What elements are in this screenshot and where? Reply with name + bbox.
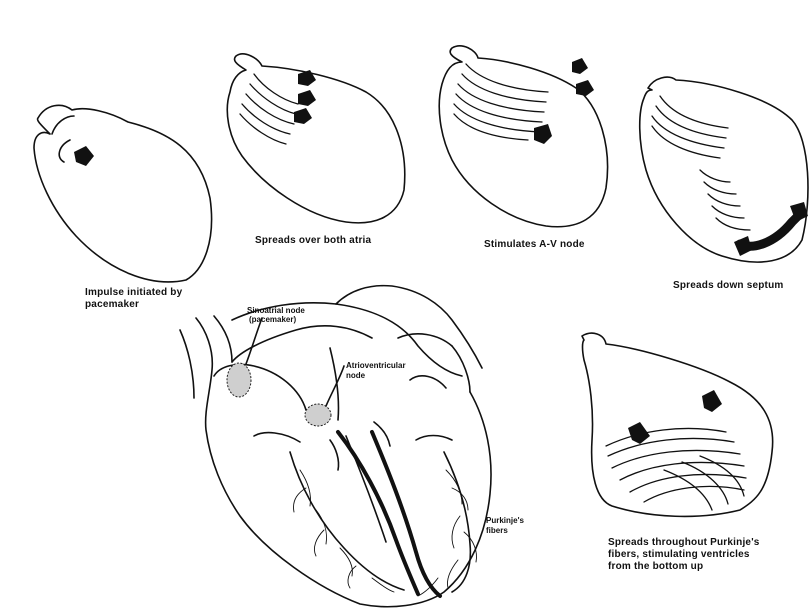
purkinje-arrow-left — [628, 422, 650, 444]
av-node-label: Atrioventricular — [346, 361, 406, 370]
sa-node-label-2: (pacemaker) — [249, 315, 296, 324]
sa-node-label: Sinoatrial node — [247, 306, 305, 315]
caption-step1-line2: pacemaker — [85, 299, 139, 310]
panel-spreads-purkinje: Spreads throughout Purkinje's fibers, st… — [582, 333, 773, 572]
purkinje-fibers — [294, 470, 477, 596]
panel-spreads-atria: Spreads over both atria — [227, 54, 404, 246]
av-node-label-2: node — [346, 371, 366, 380]
purkinje-label: Purkinje's — [486, 516, 524, 525]
caption-step3: Stimulates A-V node — [484, 239, 585, 250]
septum-wavefronts — [652, 96, 750, 230]
panel-impulse-initiated: Impulse initiated by pacemaker — [34, 105, 212, 310]
purkinje-wavefronts — [606, 428, 746, 510]
heart-outline-2 — [227, 54, 404, 223]
heart-cross-section: Sinoatrial node (pacemaker) Atrioventric… — [180, 286, 524, 607]
impulse-arrow — [74, 146, 94, 166]
purkinje-label-2: fibers — [486, 526, 508, 535]
atrioventricular-node — [305, 404, 331, 426]
septum — [338, 432, 418, 594]
caption-step1: Impulse initiated by — [85, 287, 183, 298]
caption-step5-line3: from the bottom up — [608, 561, 703, 572]
caption-step4: Spreads down septum — [673, 280, 784, 291]
av-wavefronts — [454, 64, 548, 140]
panel-stimulates-av: Stimulates A-V node — [439, 46, 607, 250]
caption-step5-line2: fibers, stimulating ventricles — [608, 549, 750, 560]
sinoatrial-node — [227, 363, 251, 397]
caption-step5: Spreads throughout Purkinje's — [608, 537, 760, 548]
atria-wavefronts — [240, 74, 298, 144]
heart-outer-outline — [196, 318, 491, 607]
caption-step2: Spreads over both atria — [255, 235, 372, 246]
heart-outline-3 — [439, 46, 607, 227]
purkinje-arrow-right — [702, 390, 722, 412]
heart-outline-5 — [582, 333, 773, 516]
heart-outline-1 — [34, 105, 212, 282]
panel-spreads-septum: Spreads down septum — [640, 77, 808, 291]
